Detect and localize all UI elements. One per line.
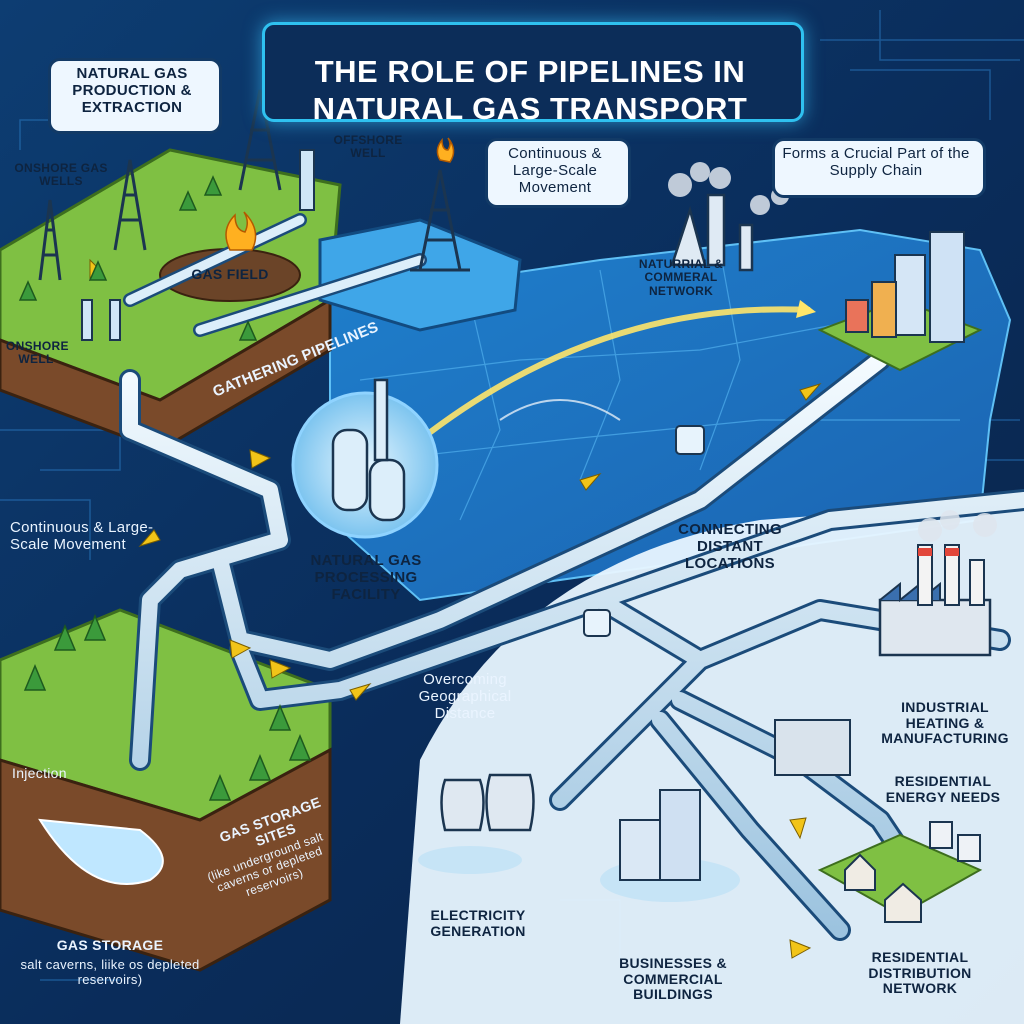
connecting-label: CONNECTING DISTANT LOCATIONS bbox=[678, 521, 782, 572]
wellhead-icons bbox=[81, 149, 315, 341]
onshore-gas-wells-label: ONSHORE GAS WELLS bbox=[14, 161, 108, 189]
residential-network-label: RESIDENTIAL DISTRIBUTION NETWORK bbox=[868, 949, 972, 997]
businesses-label: BUSINESSES & COMMERCIAL BUILDINGS bbox=[619, 955, 727, 1003]
continuous-left-label: Continuous & Large-Scale Movement bbox=[10, 519, 154, 553]
continuous-callout: Continuous & Large-Scale Movement bbox=[508, 145, 602, 196]
office-building-icon bbox=[600, 789, 740, 902]
flame-icon bbox=[225, 137, 455, 251]
gas-storage-note: salt caverns, liike os depleted reservoi… bbox=[20, 957, 200, 987]
processing-facility-label: NATURAL GAS PROCESSING FACILITY bbox=[310, 552, 422, 603]
oil-derrick-icons bbox=[38, 89, 282, 281]
cooling-tower-icon bbox=[418, 773, 535, 874]
production-callout: NATURAL GAS PRODUCTION & EXTRACTION bbox=[72, 65, 192, 116]
city-block bbox=[817, 231, 983, 372]
gas-field-label: GAS FIELD bbox=[191, 266, 269, 282]
production-callout-box bbox=[48, 58, 222, 134]
factory-icon bbox=[774, 544, 992, 776]
pipelines bbox=[119, 213, 1024, 941]
electricity-label: ELECTRICITY GENERATION bbox=[430, 907, 526, 939]
title-panel bbox=[262, 22, 804, 122]
continuous-callout-box bbox=[485, 138, 631, 208]
offshore-water bbox=[318, 218, 522, 332]
map-borders bbox=[359, 249, 960, 521]
house-icons bbox=[817, 821, 983, 923]
injection-label: Injection bbox=[12, 765, 67, 781]
offshore-well-label: OFFSHORE WELL bbox=[333, 133, 403, 161]
residential-needs-label: RESIDENTIAL ENERGY NEEDS bbox=[885, 773, 1001, 805]
gas-storage-label: GAS STORAGE bbox=[56, 937, 164, 953]
onshore-well-label: ONSHORE WELL bbox=[6, 339, 69, 367]
supply-chain-callout: Forms a Crucial Part of the Supply Chain bbox=[782, 145, 970, 179]
industrial-label: INDUSTRIAL HEATING & MANUFACTURING bbox=[881, 699, 1009, 747]
flow-arrow-head-icon bbox=[796, 300, 816, 318]
industrial-plant-icon bbox=[670, 193, 754, 272]
valve-icons bbox=[583, 425, 705, 637]
long-flow-arrow bbox=[418, 306, 811, 443]
supply-chain-callout-box bbox=[772, 138, 986, 198]
smoke-icons bbox=[668, 162, 997, 542]
page-title: THE ROLE OF PIPELINES IN NATURAL GAS TRA… bbox=[312, 53, 748, 126]
offshore-rig-icon bbox=[410, 169, 470, 272]
overcoming-label: Overcoming Geographical Distance bbox=[418, 671, 512, 722]
gas-tank-icon bbox=[331, 378, 406, 522]
tree-icons bbox=[18, 175, 312, 801]
network-label: NATURRIAL & COMMERAL NETWORK bbox=[638, 257, 724, 298]
flow-arrow-icons bbox=[89, 258, 822, 959]
